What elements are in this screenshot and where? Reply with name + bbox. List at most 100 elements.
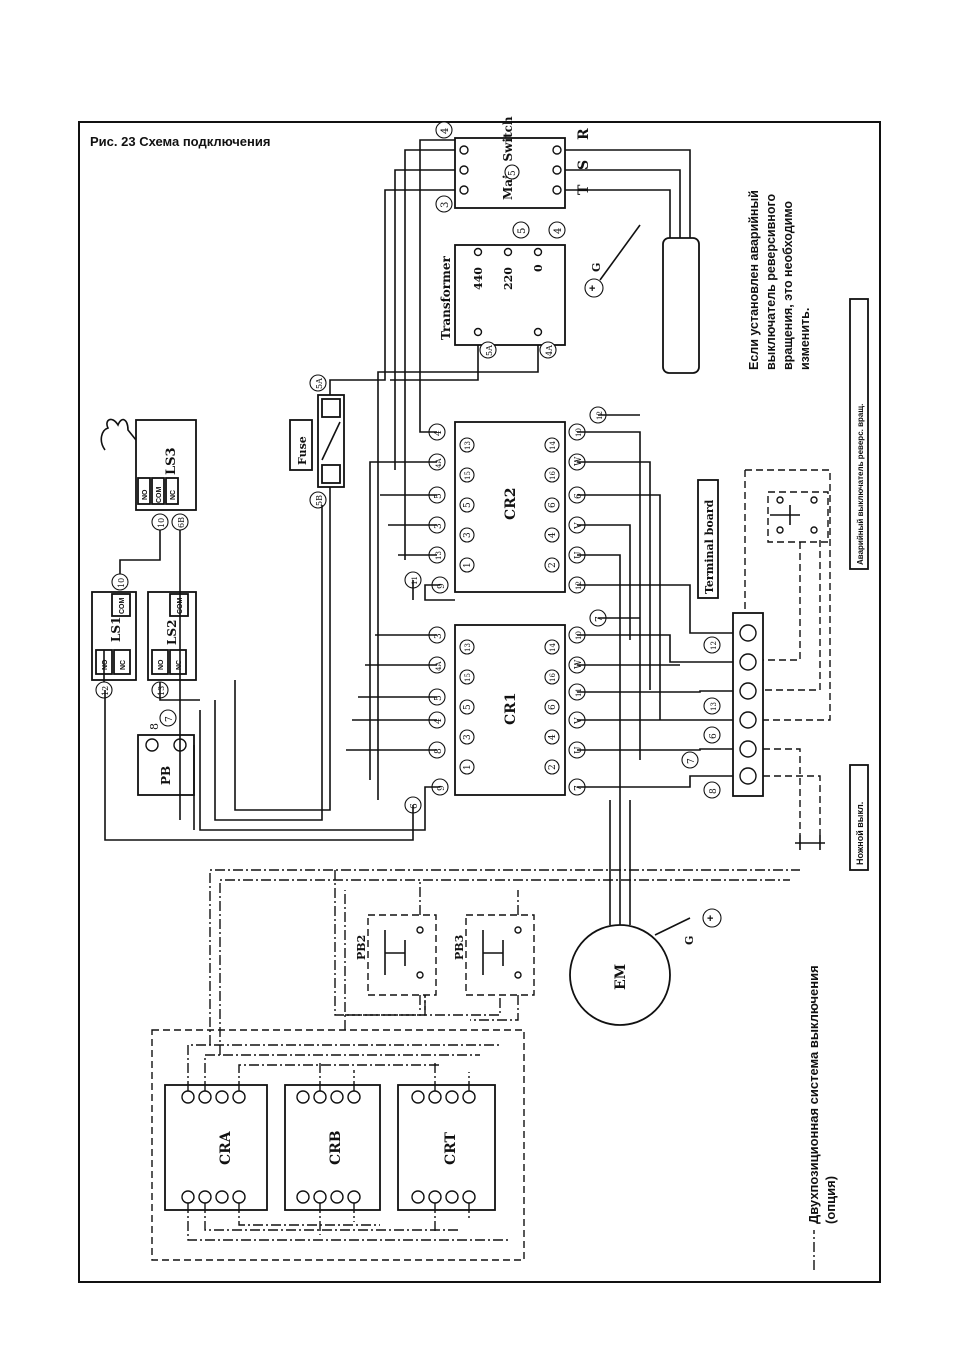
cr1-inner-top: 1 3 5 15 13 (459, 639, 475, 775)
ls2-wire-no: 13 (157, 686, 166, 696)
cr2-top-wires: 4 4A 5 3 13 (428, 423, 446, 564)
svg-text:4: 4 (548, 532, 558, 538)
tap-440: 440 (472, 267, 485, 290)
terminal-wires: 12 13 6 7 8 (681, 636, 721, 799)
reverse-switch-caption-box (849, 298, 869, 570)
svg-text:V: V (574, 522, 584, 530)
cra-relay (164, 1084, 268, 1211)
svg-text:V: V (574, 717, 584, 725)
main-switch-wire-5b: 5 (517, 228, 528, 234)
cr2-inner-bottom: 2 4 6 16 14 (544, 437, 560, 573)
motor-label: EM (613, 964, 629, 990)
svg-text:NO: NO (102, 659, 109, 670)
svg-text:3: 3 (463, 734, 473, 740)
svg-text:16: 16 (549, 471, 557, 480)
crb-label: CRB (328, 1130, 344, 1165)
svg-text:COM: COM (156, 487, 163, 504)
pb3-label: PB3 (453, 935, 466, 960)
cr1-bottom-right: 7 (595, 616, 605, 622)
terminal-board-label: Terminal board (703, 499, 716, 594)
pb-label: PB (159, 766, 173, 785)
svg-text:W: W (574, 659, 584, 669)
svg-text:6: 6 (548, 502, 558, 508)
main-switch-wire-3: 3 (440, 202, 451, 208)
transformer-label: Transformer (439, 256, 453, 340)
diagram-frame (78, 121, 881, 1283)
svg-text:15: 15 (464, 673, 472, 682)
fuse-label: Fuse (296, 436, 309, 465)
svg-text:NC: NC (120, 660, 127, 670)
svg-text:W: W (574, 456, 584, 466)
cr1-bottom-wires: 10 W 11 V U (568, 626, 586, 759)
transformer-wire-5a: 5A (485, 345, 494, 356)
svg-text:NC: NC (170, 490, 177, 500)
svg-text:4: 4 (548, 734, 558, 740)
main-switch-wire-4b: 4 (553, 228, 564, 234)
svg-text:16: 16 (549, 673, 557, 682)
cra-label: CRA (218, 1130, 234, 1165)
cr1-inner-bottom: 2 4 6 16 14 (544, 639, 560, 775)
ls1-wire-com: 10 (117, 578, 126, 588)
svg-text:2: 2 (548, 562, 558, 568)
legend: Двухпозиционная система выключения (опци… (806, 965, 838, 1270)
transformer-box (454, 244, 566, 346)
svg-text:6: 6 (709, 733, 719, 739)
tap-0: 0 (532, 264, 545, 272)
svg-text:14: 14 (549, 643, 557, 652)
svg-text:12: 12 (710, 641, 718, 650)
ls3-wire-com: 10 (157, 518, 166, 528)
pb-wire-8: 8 (148, 723, 161, 730)
cr2-bottom-wires: 10 W 6 V U (568, 423, 586, 564)
svg-text:COM: COM (119, 598, 126, 615)
cr1-label: CR1 (503, 692, 519, 725)
ls1-label: LS1 (109, 617, 123, 642)
cr2-side-far: 11 (411, 576, 419, 585)
fuse-wire-5a: 5A (315, 378, 324, 389)
ground-label-bottom: G (683, 936, 696, 945)
transformer-wire-4a: 4A (545, 345, 554, 356)
phase-s: S (576, 160, 592, 170)
pb-wire-7: 7 (165, 716, 175, 722)
cr1-side-right: 7 (574, 785, 584, 791)
ls2-label: LS2 (165, 620, 179, 645)
svg-text:5: 5 (463, 704, 473, 710)
svg-text:8: 8 (434, 748, 444, 754)
svg-text:13: 13 (464, 441, 472, 450)
svg-text:5: 5 (434, 493, 444, 499)
svg-text:1: 1 (463, 764, 473, 770)
reverse-switch-caption: Аварийный выключатель реверс. вращ. (856, 404, 865, 565)
foot-switch-caption-box (849, 764, 869, 871)
svg-text:3: 3 (434, 633, 444, 639)
svg-text:13: 13 (464, 643, 472, 652)
cr1-side-left: 9 (437, 785, 447, 791)
svg-text:4A: 4A (435, 458, 443, 468)
ground-label-top: G (590, 263, 603, 272)
crt-relay (397, 1084, 496, 1211)
cr1-top-wires: 3 4A 5 4 8 (428, 626, 446, 759)
svg-text:8: 8 (709, 788, 719, 794)
pb2-label: PB2 (355, 935, 368, 960)
svg-text:4: 4 (434, 718, 444, 724)
svg-text:13: 13 (435, 551, 443, 560)
svg-text:4: 4 (434, 430, 444, 436)
svg-text:выключатель реверсивного: выключатель реверсивного (764, 193, 778, 370)
svg-text:(опция): (опция) (823, 1176, 838, 1224)
svg-text:15: 15 (464, 471, 472, 480)
svg-text:3: 3 (463, 532, 473, 538)
svg-text:вращения, это необходимо: вращения, это необходимо (781, 201, 795, 370)
note-text: Если установлен аварийный выключатель ре… (747, 190, 812, 370)
cr2-label: CR2 (503, 487, 519, 520)
svg-text:1: 1 (463, 562, 473, 568)
crt-label: CRT (443, 1131, 459, 1165)
power-cable (662, 237, 700, 374)
terminal-board-label-box (697, 479, 719, 599)
foot-switch-caption: Ножной выкл. (855, 802, 865, 865)
phase-r: R (576, 128, 592, 140)
figure-title: Рис. 23 Схема подключения (90, 134, 270, 149)
crb-relay (284, 1084, 381, 1211)
svg-text:4A: 4A (435, 661, 443, 671)
svg-text:3: 3 (434, 523, 444, 529)
svg-text:2: 2 (548, 764, 558, 770)
fuse-label-box (289, 419, 313, 471)
